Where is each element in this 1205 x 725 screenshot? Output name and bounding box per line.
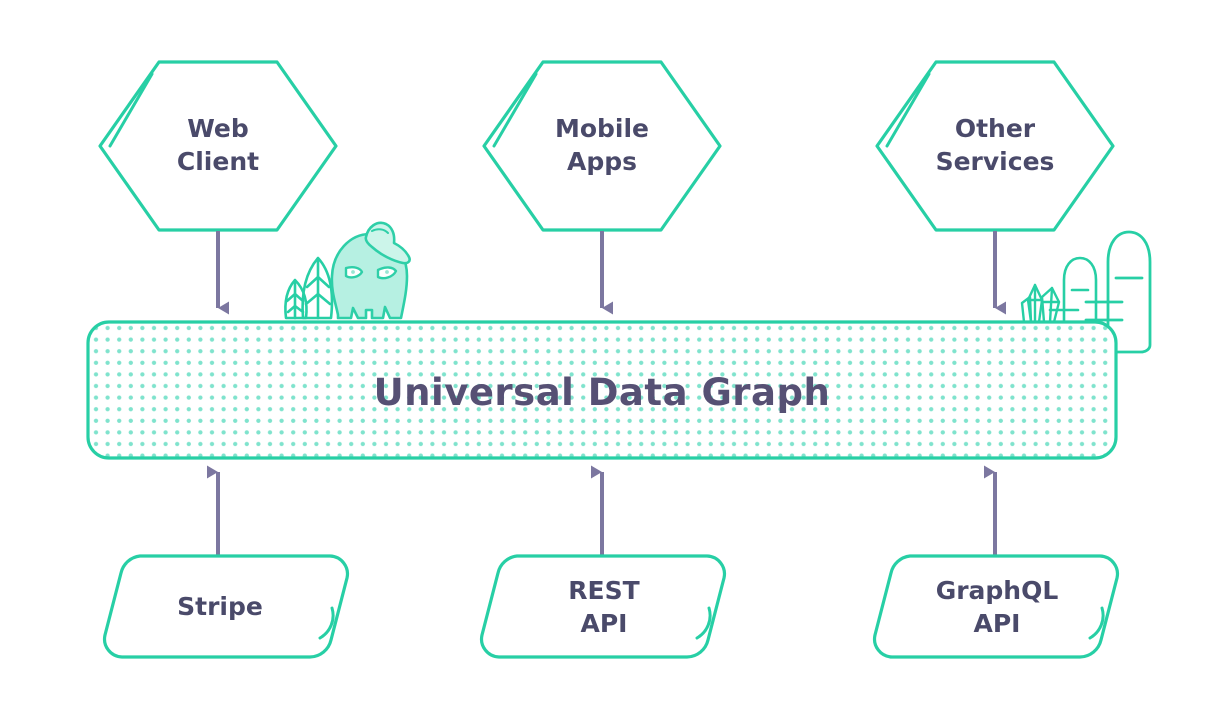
hexagon-shape <box>875 60 1115 232</box>
source-label-line1: GraphQL <box>936 576 1059 605</box>
client-label-line1: Web <box>187 114 249 143</box>
source-node-graphql-api[interactable]: GraphQL API <box>872 554 1120 659</box>
hexagon-accent-line <box>885 72 931 148</box>
source-accent-arc <box>1088 606 1105 640</box>
hexagon-accent-line <box>108 72 154 148</box>
source-node-rest-api[interactable]: REST API <box>479 554 727 659</box>
crystals-icon <box>1020 283 1061 324</box>
trees-icon <box>284 256 334 320</box>
hexagon-shape <box>98 60 338 232</box>
client-label-line1: Other <box>955 114 1036 143</box>
source-node-stripe[interactable]: Stripe <box>102 554 350 659</box>
graph-bar-shape <box>86 320 1118 460</box>
universal-data-graph-bar[interactable]: Universal Data Graph <box>86 320 1118 460</box>
source-shape <box>872 554 1120 659</box>
client-label-line2: Services <box>936 147 1055 176</box>
hexagon-shape <box>482 60 722 232</box>
graph-bar-label: Universal Data Graph <box>374 371 831 414</box>
hexagon-accent-line <box>492 72 538 148</box>
client-label-line2: Apps <box>567 147 637 176</box>
client-node-mobile-apps[interactable]: Mobile Apps <box>482 60 722 232</box>
source-label-line2: API <box>581 609 628 638</box>
source-shape <box>479 554 727 659</box>
client-label-line2: Client <box>177 147 259 176</box>
source-label-line1: REST <box>568 576 639 605</box>
source-shape <box>102 554 350 659</box>
source-accent-arc <box>318 606 335 640</box>
source-label-line1: Stripe <box>177 592 263 621</box>
client-node-other-services[interactable]: Other Services <box>875 60 1115 232</box>
source-accent-arc <box>695 606 712 640</box>
source-label-line2: API <box>974 609 1021 638</box>
client-node-web-client[interactable]: Web Client <box>98 60 338 232</box>
alien-mascot-icon <box>330 221 411 320</box>
client-label-line1: Mobile <box>555 114 649 143</box>
